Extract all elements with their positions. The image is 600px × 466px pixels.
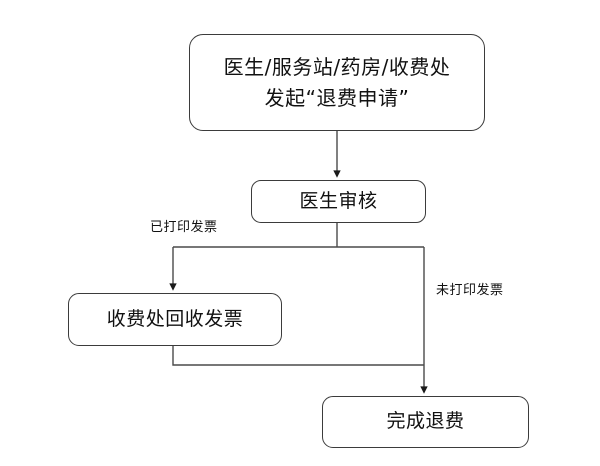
node-cashier-recycle-invoice[interactable]: 收费处回收发票: [68, 293, 282, 346]
edge-label-invoice-printed: 已打印发票: [150, 220, 218, 235]
connector-recycle-to-done: [172, 346, 424, 366]
node-refund-request[interactable]: 医生/服务站/药房/收费处 发起“退费申请”: [189, 34, 485, 131]
node-refund-request-line-2: 发起“退费申请”: [264, 85, 410, 110]
edge-label-invoice-not-printed: 未打印发票: [436, 283, 504, 298]
node-cashier-recycle-invoice-label: 收费处回收发票: [106, 307, 244, 330]
node-refund-complete-label: 完成退费: [386, 410, 465, 433]
node-doctor-review[interactable]: 医生审核: [251, 180, 426, 223]
node-doctor-review-label: 医生审核: [299, 189, 378, 212]
node-refund-request-line-1: 医生/服务站/药房/收费处: [223, 54, 451, 79]
node-refund-complete[interactable]: 完成退费: [322, 396, 529, 448]
